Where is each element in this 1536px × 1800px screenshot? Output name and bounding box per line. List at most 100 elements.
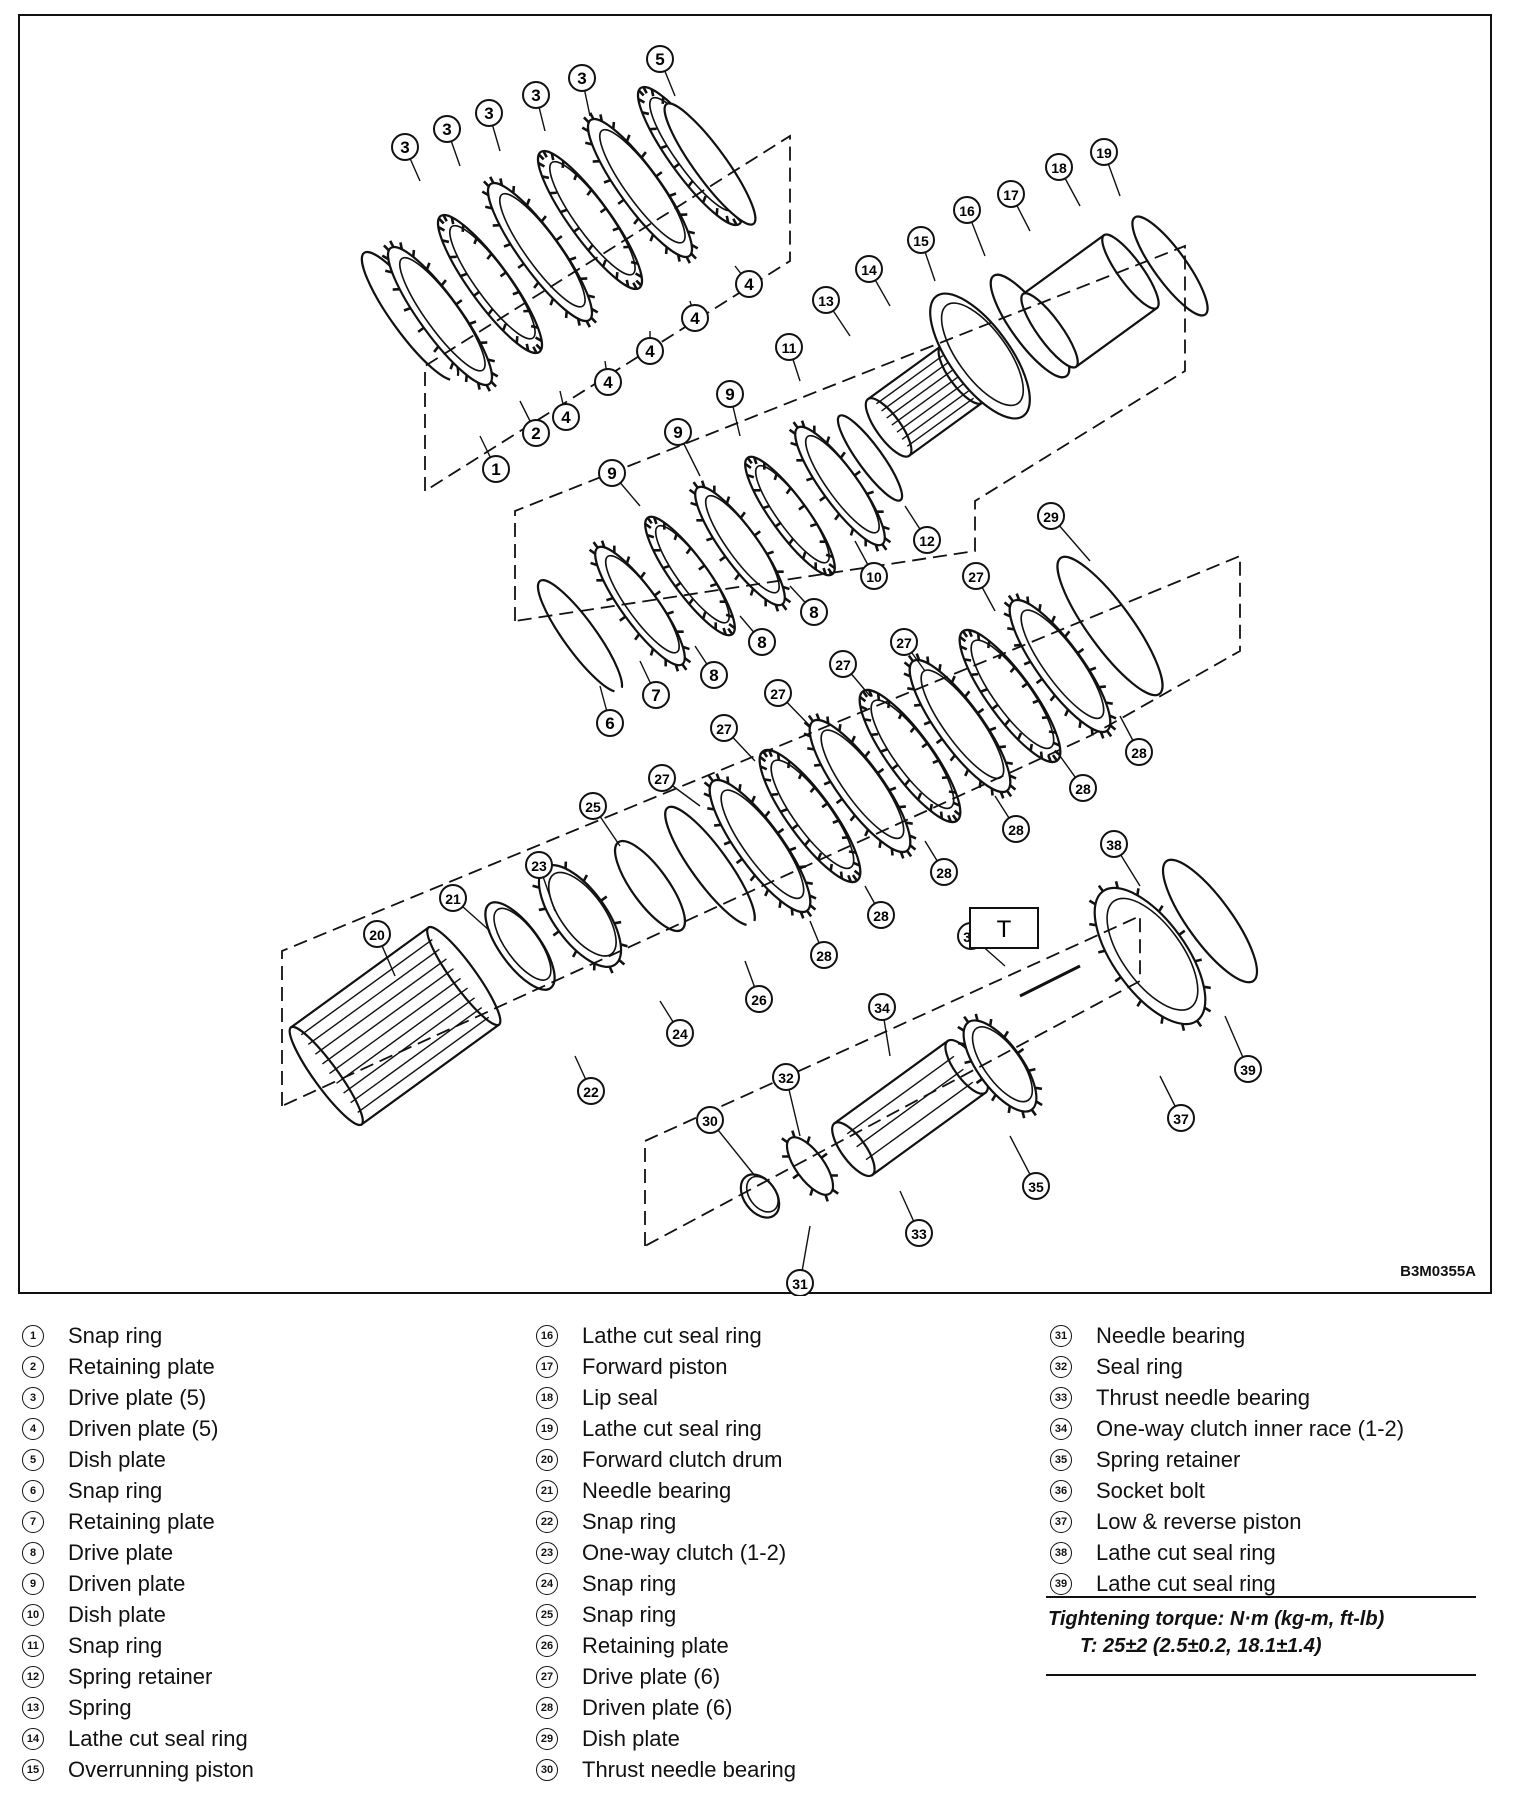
legend-label: Drive plate [68, 1539, 174, 1565]
legend-label: Drive plate (6) [582, 1663, 721, 1689]
legend-number-badge: 23 [536, 1541, 558, 1564]
callout-number: 30 [702, 1113, 718, 1129]
callout-bubble: 8 [700, 661, 728, 689]
callout-bubble: 16 [953, 196, 981, 224]
callout-bubble: 6 [596, 709, 624, 737]
callout-bubble: 3 [433, 115, 461, 143]
callout-number: 21 [445, 891, 461, 907]
callout-number: 3 [531, 86, 540, 105]
callout-bubble: 2 [522, 419, 550, 447]
callout-bubble: 28 [1002, 815, 1030, 843]
callout-number: 4 [603, 373, 613, 392]
legend-number-badge: 26 [536, 1634, 558, 1657]
forward-clutch-drum-20 [288, 925, 502, 1127]
callout-number: 34 [874, 1000, 890, 1016]
legend-label: Low & reverse piston [1096, 1508, 1302, 1534]
legend-number-badge: 34 [1050, 1417, 1072, 1440]
callout-bubble: 9 [716, 380, 744, 408]
clutch-plate [858, 688, 962, 824]
callout-bubble: 7 [642, 681, 670, 709]
clutch-plate [703, 773, 817, 919]
legend-number-badge: 7 [22, 1510, 44, 1533]
seal-ring-32 [781, 1130, 839, 1202]
callout-bubble: 3 [568, 64, 596, 92]
legend-number-badge: 16 [536, 1324, 558, 1347]
legend-item: 34 One-way clutch inner race (1-2) [1050, 1413, 1404, 1444]
callout-number: 39 [1240, 1062, 1256, 1078]
legend-label: Retaining plate [582, 1632, 729, 1658]
callout-number: 1 [491, 460, 500, 479]
callout-number: 8 [709, 666, 718, 685]
callout-bubble: 35 [1022, 1172, 1050, 1200]
subassembly-outline [644, 914, 1141, 1248]
callout-number: 3 [577, 69, 586, 88]
callout-number: 6 [605, 714, 614, 733]
legend-label: Driven plate (6) [582, 1694, 733, 1720]
clutch-plate [903, 653, 1017, 799]
legend-label: Dish plate [68, 1601, 166, 1627]
callout-number: 27 [716, 721, 732, 737]
legend-label: Lathe cut seal ring [582, 1322, 762, 1348]
legend-number-badge: 8 [22, 1541, 44, 1564]
callout-bubble: 14 [855, 255, 883, 283]
callout-number: 26 [751, 992, 767, 1008]
callout-bubble: 28 [930, 858, 958, 886]
legend-label: Lathe cut seal ring [68, 1725, 248, 1751]
callout-bubble: 4 [735, 270, 763, 298]
callout-bubble: 4 [636, 337, 664, 365]
callout-bubble: 21 [439, 884, 467, 912]
callout-bubble: 37 [1167, 1104, 1195, 1132]
callout-bubble: 28 [867, 901, 895, 929]
callout-bubble: 13 [812, 286, 840, 314]
callout-bubble: 20 [363, 920, 391, 948]
callout-number: 13 [818, 293, 834, 309]
callout-bubble: 23 [525, 851, 553, 879]
overrunning-piston-15 [929, 292, 1031, 420]
callout-bubble: 33 [905, 1219, 933, 1247]
socket-bolt-36 [1019, 964, 1081, 998]
callout-number: 4 [744, 275, 754, 294]
clutch-plate [1003, 593, 1117, 739]
legend-number-badge: 21 [536, 1479, 558, 1502]
callout-number: 27 [770, 686, 786, 702]
callout-bubble: 18 [1045, 153, 1073, 181]
legend-number-badge: 27 [536, 1665, 558, 1688]
callout-number: 17 [1003, 187, 1019, 203]
callout-number: 4 [645, 342, 655, 361]
legend-label: Seal ring [1096, 1353, 1183, 1379]
callout-number: 23 [531, 858, 547, 874]
needle-bearing-21 [484, 901, 556, 991]
legend-label: Forward clutch drum [582, 1446, 783, 1472]
legend-number-badge: 38 [1050, 1541, 1072, 1564]
torque-value: T: 25±2 (2.5±0.2, 18.1±1.4) [1080, 1635, 1322, 1657]
clutch-plate [803, 713, 917, 859]
low-reverse-piston-37 [1088, 880, 1212, 1032]
dish-plate-5 [663, 102, 757, 226]
legend-label: Snap ring [68, 1322, 163, 1348]
legend-label: Drive plate (5) [68, 1384, 207, 1410]
legend-label: Needle bearing [1096, 1322, 1246, 1348]
callout-number: 2 [531, 424, 540, 443]
legend-item: 27 Drive plate (6) [536, 1661, 796, 1692]
clutch-plate [644, 515, 736, 637]
legend-label: One-way clutch inner race (1-2) [1096, 1415, 1405, 1441]
callout-number: 7 [651, 686, 660, 705]
legend-number-badge: 25 [536, 1603, 558, 1626]
legend-label: Snap ring [68, 1632, 163, 1658]
clutch-plate [581, 112, 699, 264]
legend-number-badge: 14 [22, 1727, 44, 1750]
legend-number-badge: 30 [536, 1758, 558, 1781]
legend-number-badge: 11 [22, 1634, 44, 1657]
lip-seal-18 [1131, 215, 1209, 317]
